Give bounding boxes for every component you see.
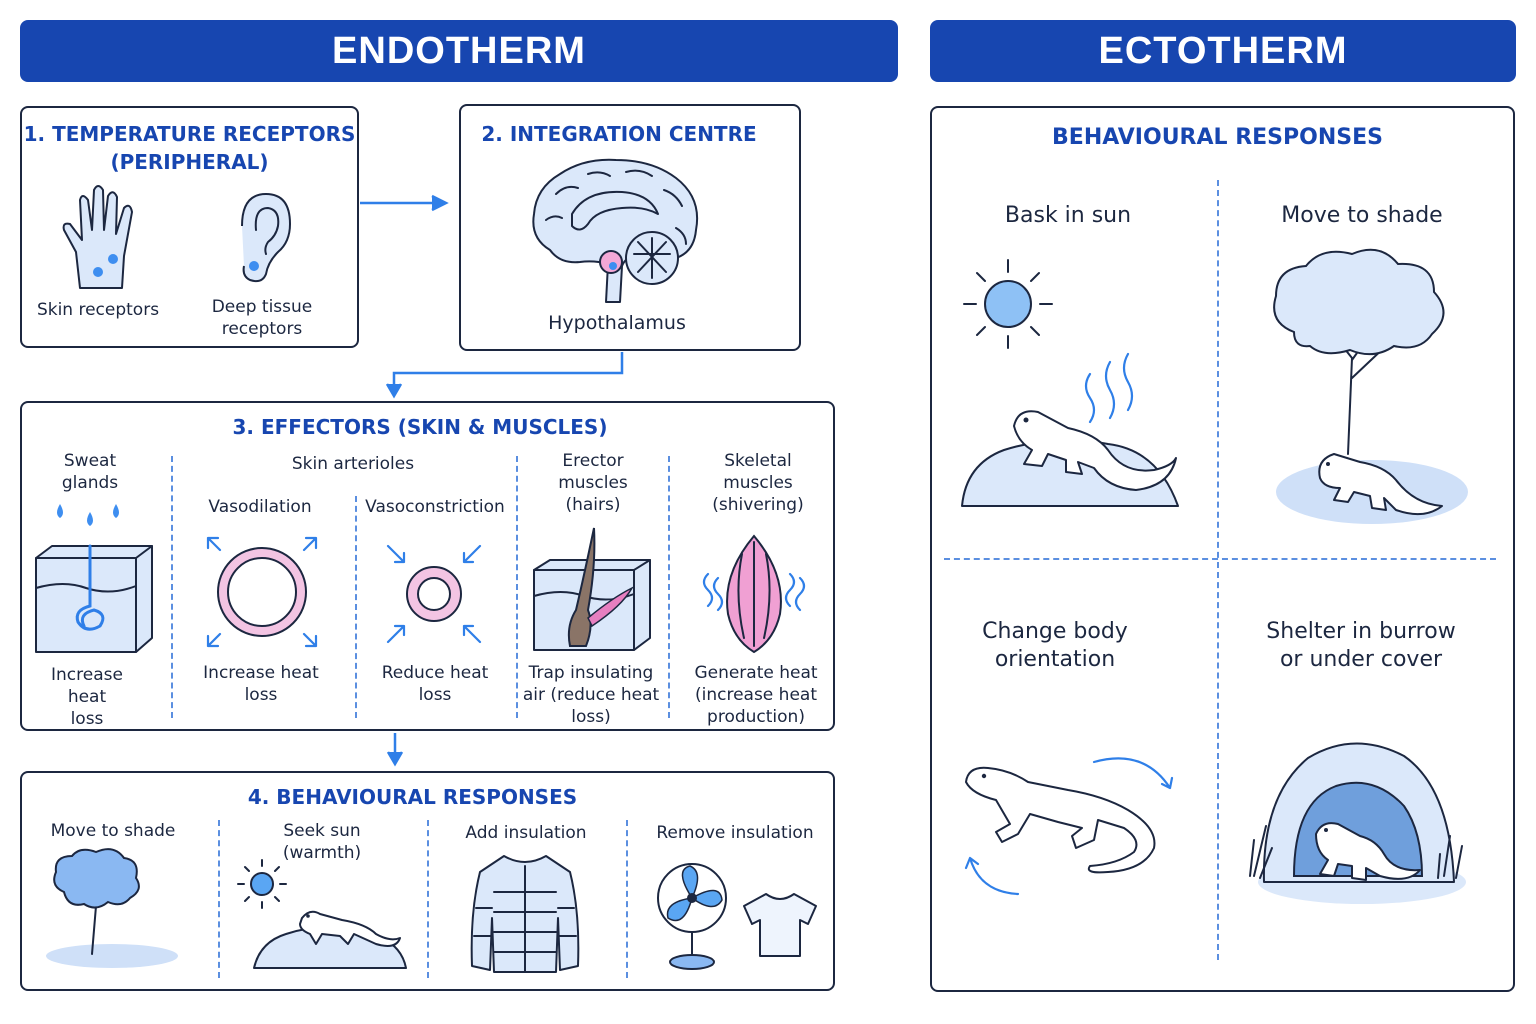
sweat-effect-line1: Increase heat (51, 665, 123, 707)
sun-icon (963, 259, 1053, 349)
constricted-vessel-icon (386, 544, 482, 644)
hypothalamus-label: Hypothalamus (548, 312, 686, 334)
behaviour-divider-1 (218, 820, 220, 978)
skin-receptors-label: Skin receptors (36, 300, 160, 320)
orientation-label: Change body orientation (950, 618, 1160, 674)
small-sun-icon (237, 859, 287, 909)
skeletal-line3: (shivering) (712, 495, 804, 515)
sweat-glands-label: Sweat glands (30, 450, 150, 494)
ectotherm-title: ECTOTHERM (1098, 29, 1348, 72)
shade-tree-icon (1273, 248, 1468, 524)
deep-tissue-line2: receptors (221, 319, 303, 339)
dilated-vessel-icon (206, 536, 318, 648)
arrow-integration-to-effectors (385, 352, 624, 399)
erector-effect-line3: loss) (571, 707, 611, 727)
endo-sun-line2: (warmth) (282, 843, 362, 863)
behaviour-divider-2 (427, 820, 429, 978)
skeletal-line1: Skeletal (724, 451, 792, 471)
orientation-line2: orientation (994, 647, 1116, 672)
erector-effect-line2: air (reduce heat (522, 685, 660, 705)
erector-effect-label: Trap insulating air (reduce heat loss) (522, 662, 660, 728)
brain-icon (532, 158, 698, 303)
skeletal-effect-line1: Generate heat (694, 663, 818, 683)
tree-icon (46, 848, 178, 968)
sweat-effect-label: Increase heat loss (30, 664, 144, 730)
erector-line1: Erector (562, 451, 624, 471)
vasoconstriction-label: Vasoconstriction (365, 497, 505, 517)
vasodilation-effect-line1: Increase heat (203, 663, 319, 683)
remove-insulation-label: Remove insulation (656, 823, 814, 843)
endotherm-banner: ENDOTHERM (20, 20, 898, 82)
erector-line3: (hairs) (565, 495, 621, 515)
jacket-icon (470, 855, 580, 973)
vasoconstriction-effect-line1: Reduce heat (381, 663, 489, 683)
shelter-label: Shelter in burrow or under cover (1246, 618, 1476, 674)
ecto-shade-label: Move to shade (1281, 203, 1443, 228)
endo-shade-label: Move to shade (50, 821, 176, 841)
endotherm-title: ENDOTHERM (332, 29, 586, 72)
basking-lizard-icon (961, 352, 1179, 507)
ecto-behaviour-title: BEHAVIOURAL RESPONSES (1052, 125, 1383, 150)
arrow-effectors-to-behaviour (386, 733, 404, 767)
muscle-icon (702, 534, 806, 654)
rotating-lizard-icon (964, 757, 1174, 896)
effectors-box (20, 401, 835, 731)
vasoconstriction-effect-line2: loss (418, 685, 452, 705)
ectotherm-banner: ECTOTHERM (930, 20, 1516, 82)
hand-icon (62, 185, 133, 289)
bask-label: Bask in sun (1004, 203, 1132, 228)
burrow-icon (1249, 742, 1466, 904)
erector-line2: muscles (558, 473, 628, 493)
behaviour-divider-3 (626, 820, 628, 978)
skeletal-effect-line3: production) (707, 707, 805, 727)
skeletal-muscles-label: Skeletal muscles (shivering) (688, 450, 828, 516)
endo-sun-line1: Seek sun (283, 821, 361, 841)
vasodilation-effect-line2: loss (244, 685, 278, 705)
receptors-title: 1. TEMPERATURE RECEPTORS (PERIPHERAL) (20, 120, 359, 176)
effectors-divider-2 (355, 496, 357, 718)
lizard-on-rock-small-icon (253, 910, 407, 969)
deep-tissue-label: Deep tissue receptors (192, 296, 332, 340)
vasoconstriction-effect-label: Reduce heat loss (368, 662, 502, 706)
endo-sun-label: Seek sun (warmth) (252, 820, 392, 864)
shelter-line1: Shelter in burrow (1266, 619, 1456, 644)
behaviour-title: 4. BEHAVIOURAL RESPONSES (247, 785, 578, 809)
effectors-divider-4 (668, 456, 670, 718)
sweat-line2: glands (61, 473, 119, 493)
integration-title: 2. INTEGRATION CENTRE (481, 122, 757, 146)
erector-effect-line1: Trap insulating (528, 663, 654, 683)
skin-arterioles-label: Skin arterioles (291, 454, 415, 474)
sweat-effect-line2: loss (70, 709, 104, 729)
shelter-line2: or under cover (1279, 647, 1443, 672)
hair-follicle-icon (533, 527, 651, 651)
ecto-horizontal-divider (944, 558, 1496, 560)
vasodilation-effect-label: Increase heat loss (194, 662, 328, 706)
receptors-title-line2: (PERIPHERAL) (110, 150, 269, 174)
deep-tissue-line1: Deep tissue (211, 297, 313, 317)
orientation-line1: Change body (982, 619, 1128, 644)
skeletal-effect-line2: (increase heat (694, 685, 817, 705)
tshirt-icon (743, 893, 817, 957)
ecto-vertical-divider (1217, 180, 1219, 960)
receptors-box (20, 106, 359, 348)
sweat-line1: Sweat (63, 451, 117, 471)
effectors-divider-1 (171, 456, 173, 718)
vasodilation-label: Vasodilation (208, 497, 312, 517)
skeletal-effect-label: Generate heat (increase heat production) (686, 662, 826, 728)
fan-icon (657, 863, 727, 970)
effectors-divider-3 (516, 456, 518, 718)
add-insulation-label: Add insulation (465, 823, 587, 843)
receptors-title-line1: 1. TEMPERATURE RECEPTORS (23, 122, 356, 146)
sweat-gland-icon (35, 504, 153, 653)
effectors-title: 3. EFFECTORS (SKIN & MUSCLES) (232, 415, 608, 439)
arrow-receptors-to-integration (360, 194, 449, 212)
erector-muscles-label: Erector muscles (hairs) (528, 450, 658, 516)
ear-icon (241, 193, 291, 283)
skeletal-line2: muscles (723, 473, 793, 493)
